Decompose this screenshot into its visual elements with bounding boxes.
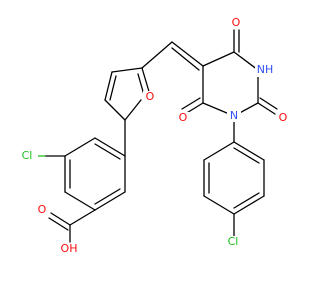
bond [69, 209, 96, 226]
ring-chlorine-label: Cl [22, 149, 33, 162]
hydroxyl-label: OH [61, 242, 78, 255]
bond [203, 141, 235, 161]
bond [124, 99, 142, 121]
bond [233, 147, 260, 164]
bond [171, 41, 204, 67]
bond [64, 137, 96, 157]
bond [50, 212, 71, 226]
bond-layer [36, 29, 278, 243]
chemical-structure-diagram: O O NH O O N Cl Cl O OH [16, 16, 290, 255]
bond [94, 137, 126, 157]
carbonyl-oxygen-left-label: O [179, 111, 188, 124]
furan-oxygen-label: O [146, 90, 155, 103]
bond [104, 99, 126, 121]
bond [233, 51, 259, 71]
bond [233, 141, 265, 161]
bond [104, 71, 113, 101]
nh-label: NH [257, 63, 274, 76]
atom-label-layer: O O NH O O N Cl Cl O OH [16, 16, 290, 255]
carbonyl-oxygen-right-label: O [279, 111, 288, 124]
bond [48, 217, 69, 231]
bond [94, 188, 121, 205]
bond [109, 75, 117, 101]
bond [202, 51, 235, 67]
bond [94, 191, 126, 211]
bond [181, 97, 201, 110]
carbonyl-oxygen-top-label: O [232, 16, 241, 29]
ring-nitrogen-label: N [230, 109, 238, 122]
bond [111, 67, 143, 73]
bond [171, 47, 200, 71]
bond [141, 41, 173, 69]
bond [203, 195, 235, 215]
bond [257, 102, 276, 115]
bond [94, 143, 121, 160]
bond [233, 192, 260, 209]
acid-oxygen-label: O [38, 203, 47, 216]
para-chlorine-label: Cl [228, 235, 239, 248]
bond [259, 97, 278, 110]
bond [233, 195, 265, 215]
bond [64, 191, 96, 211]
bond [141, 67, 151, 96]
